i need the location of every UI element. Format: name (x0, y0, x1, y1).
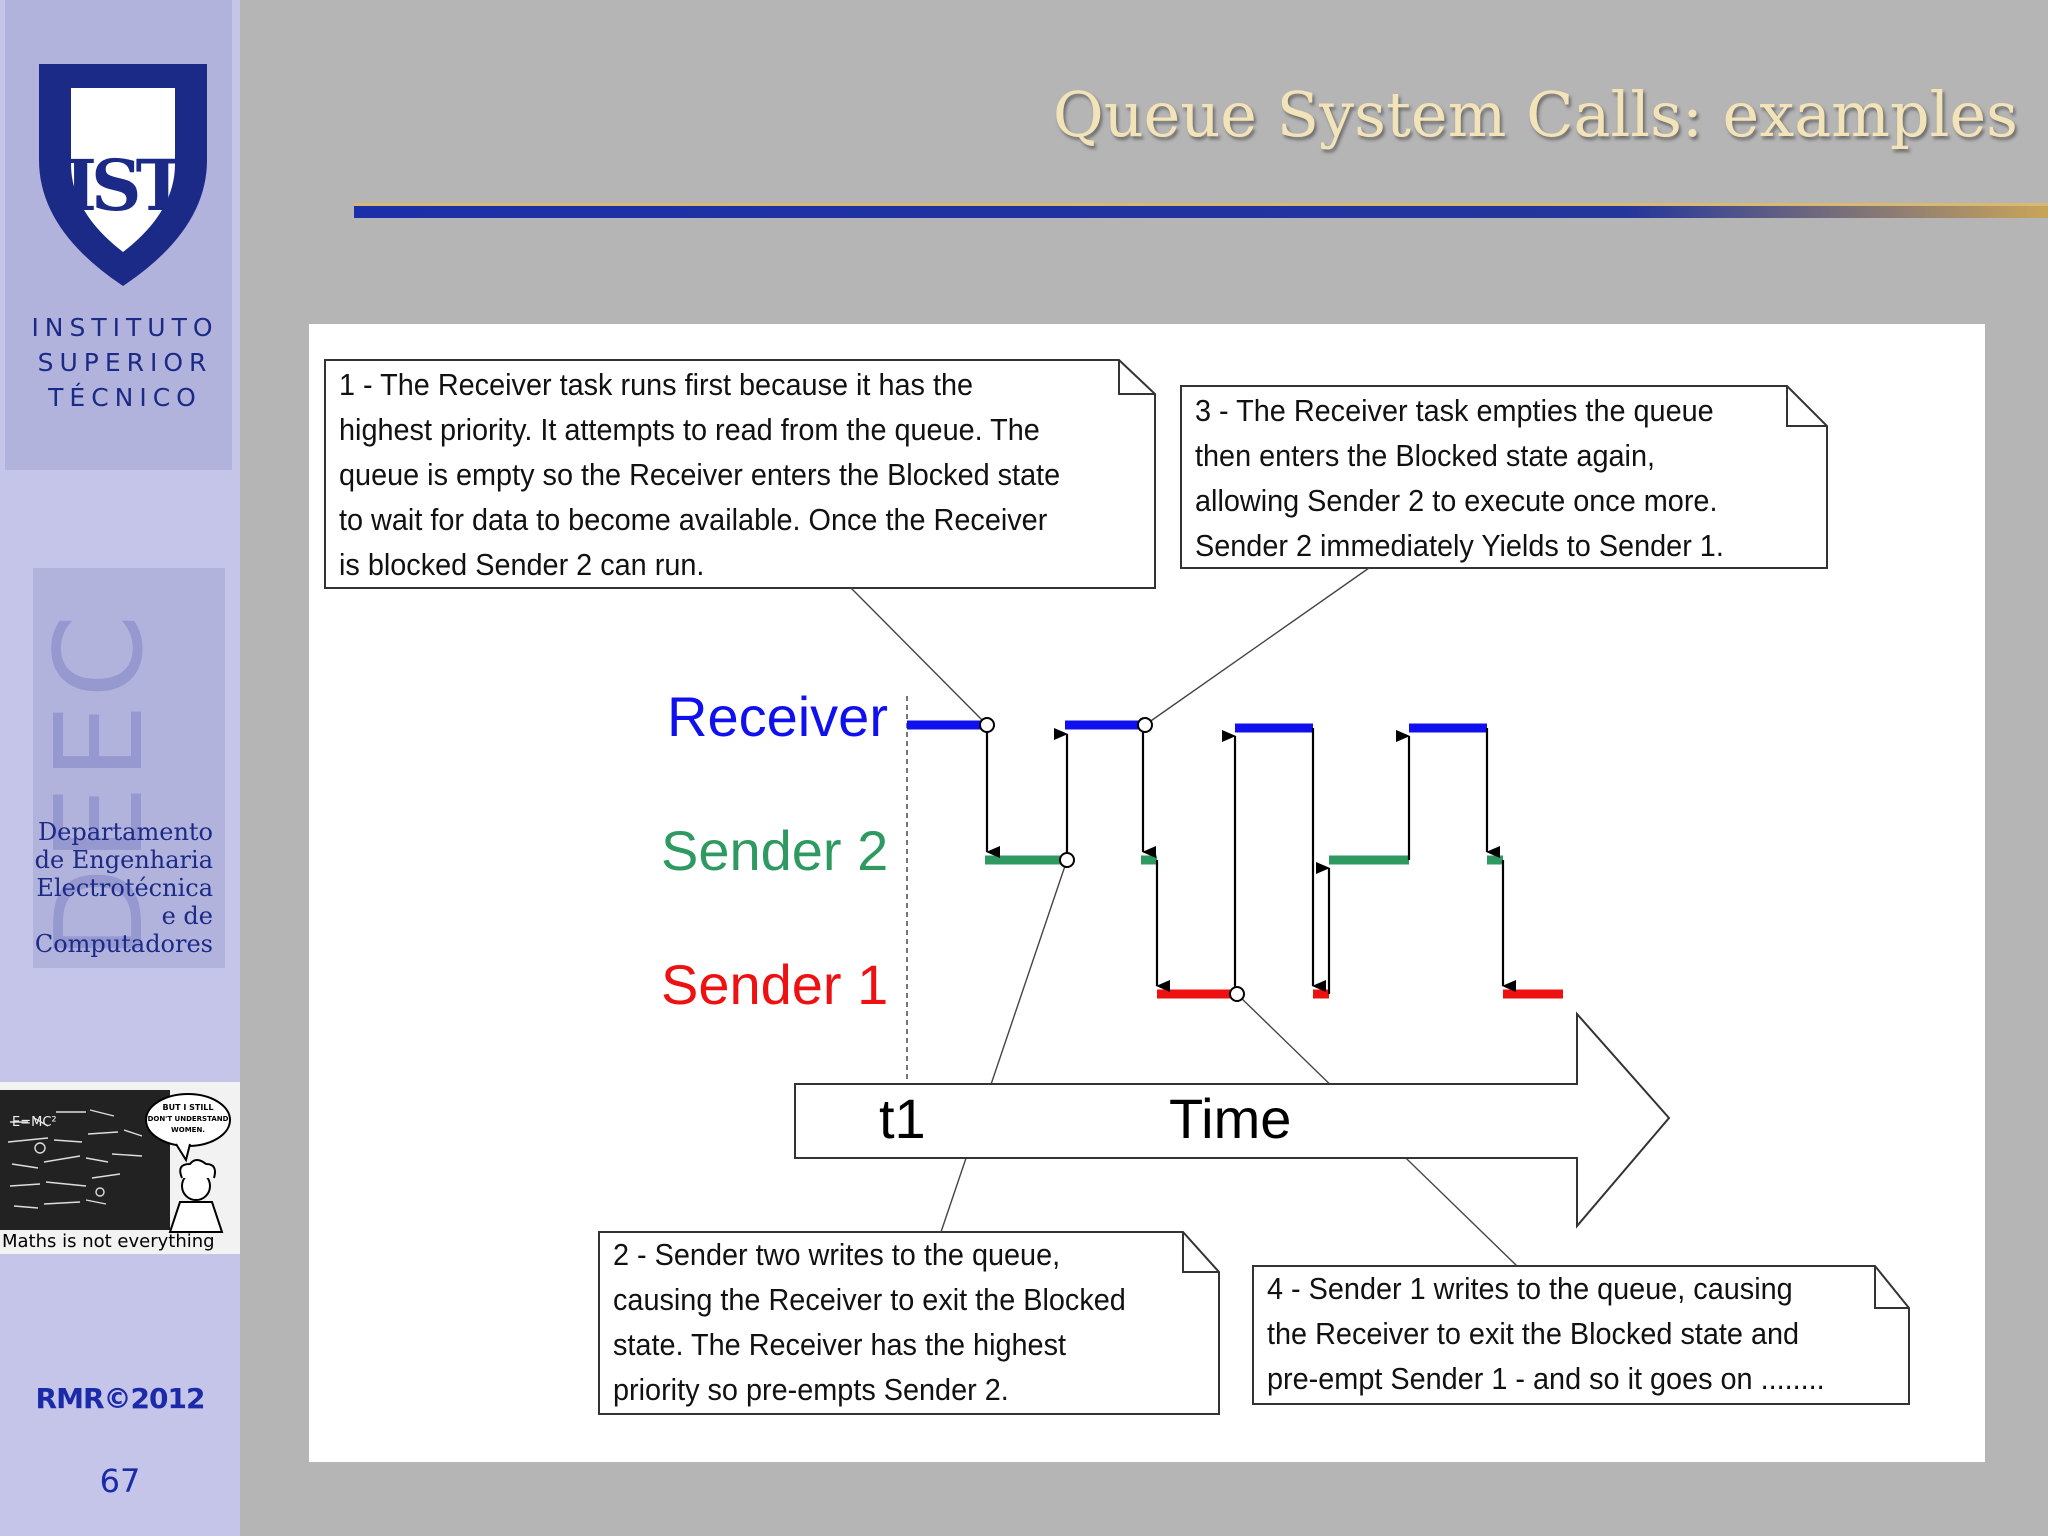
callout-3-line: allowing Sender 2 to execute once more. (1195, 483, 1718, 518)
callout-2-text: 2 - Sender two writes to the queue, caus… (613, 1232, 1126, 1412)
queue-timing-diagram: Receiver Sender 2 Sender 1 t1 Time 1 - T… (309, 324, 1985, 1462)
department-name-line-5: Computadores (34, 930, 213, 958)
svg-text:E=MC²: E=MC² (12, 1115, 57, 1130)
lane-label-sender1: Sender 1 (661, 953, 889, 1016)
slide-title: Queue System Calls: examples (1052, 78, 2018, 151)
callout-2-line: 2 - Sender two writes to the queue, (613, 1237, 1061, 1272)
page-number: 67 (99, 1462, 141, 1500)
callout-1-line: 1 - The Receiver task runs first because… (339, 367, 974, 402)
diagram-drawing (324, 359, 1910, 1415)
time-arrow (794, 1011, 1671, 1229)
callout-2-leader (940, 859, 1068, 1233)
department-logo-panel: DEEC Departamento de Engenharia Electrot… (33, 568, 225, 968)
callout-3-text: 3 - The Receiver task empties the queue … (1195, 388, 1724, 568)
department-name-line-3: Electrotécnica (36, 874, 213, 902)
department-name-line-1: Departamento (37, 818, 213, 846)
copyright-label: RMR©2012 (35, 1382, 206, 1415)
callout-1-line: is blocked Sender 2 can run. (339, 547, 705, 582)
institute-name-line-3: TÉCNICO (48, 383, 202, 412)
cartoon-caption: Maths is not everything (2, 1231, 215, 1252)
callout-3-box (1180, 385, 1828, 569)
cartoon-speech-line-1: BUT I STILL (163, 1103, 214, 1112)
blackboard-drawing: E=MC² BUT I STILL DON'T UNDERSTAND WOMEN… (0, 1090, 231, 1233)
title-underline (354, 203, 2048, 218)
callout-1-line: to wait for data to become available. On… (339, 502, 1048, 537)
sidebar: IST INSTITUTO SUPERIOR TÉCNICO DEEC Depa… (0, 0, 240, 1536)
callout-1-line: highest priority. It attempts to read fr… (339, 412, 1040, 447)
callout-2-line: causing the Receiver to exit the Blocked (613, 1282, 1126, 1317)
callout-3-leader (1144, 567, 1370, 726)
callout-4-line: pre-empt Sender 1 - and so it goes on ..… (1267, 1361, 1825, 1396)
ist-shield-logo: IST (39, 64, 207, 286)
callout-1-leader (850, 587, 988, 726)
callout-1-line: queue is empty so the Receiver enters th… (339, 457, 1061, 492)
event-marker-4 (1229, 986, 1245, 1002)
callout-2-box (598, 1231, 1220, 1415)
lane-label-sender2: Sender 2 (661, 819, 889, 882)
cartoon-speech-line-2: DON'T UNDERSTAND (148, 1115, 229, 1123)
callout-2-line: state. The Receiver has the highest (613, 1327, 1067, 1362)
institute-name-line-1: INSTITUTO (31, 313, 219, 342)
ist-logo-letters: IST (64, 144, 187, 227)
deec-acronym-logo: DEEC (33, 608, 170, 960)
callout-3-line: then enters the Blocked state again, (1195, 438, 1655, 473)
callout-1-box (324, 359, 1156, 589)
institute-logo-panel: IST INSTITUTO SUPERIOR TÉCNICO (5, 0, 232, 470)
callout-2-line: priority so pre-empts Sender 2. (613, 1372, 1009, 1407)
callout-4-line: 4 - Sender 1 writes to the queue, causin… (1267, 1271, 1793, 1306)
department-name-line-2: de Engenharia (34, 846, 213, 874)
event-marker-2 (1059, 852, 1075, 868)
cartoon-speech-line-3: WOMEN. (171, 1126, 205, 1134)
event-marker-1 (979, 717, 995, 733)
callout-1-text: 1 - The Receiver task runs first because… (339, 362, 1060, 587)
time-axis-label: Time (1169, 1087, 1292, 1150)
callout-4-text: 4 - Sender 1 writes to the queue, causin… (1267, 1266, 1825, 1401)
institute-name-line-2: SUPERIOR (37, 348, 213, 377)
einstein-cartoon: E=MC² BUT I STILL DON'T UNDERSTAND WOMEN… (0, 1082, 240, 1254)
callout-3-line: Sender 2 immediately Yields to Sender 1. (1195, 528, 1724, 563)
lane-label-receiver: Receiver (667, 685, 888, 748)
callout-4-box (1252, 1265, 1910, 1405)
deec-acronym-text: DEEC (33, 608, 170, 960)
time-marker-t1: t1 (879, 1087, 926, 1150)
department-name-line-4: e de (161, 902, 213, 930)
callout-3-line: 3 - The Receiver task empties the queue (1195, 393, 1714, 428)
event-marker-3 (1137, 717, 1153, 733)
callout-4-line: the Receiver to exit the Blocked state a… (1267, 1316, 1800, 1351)
